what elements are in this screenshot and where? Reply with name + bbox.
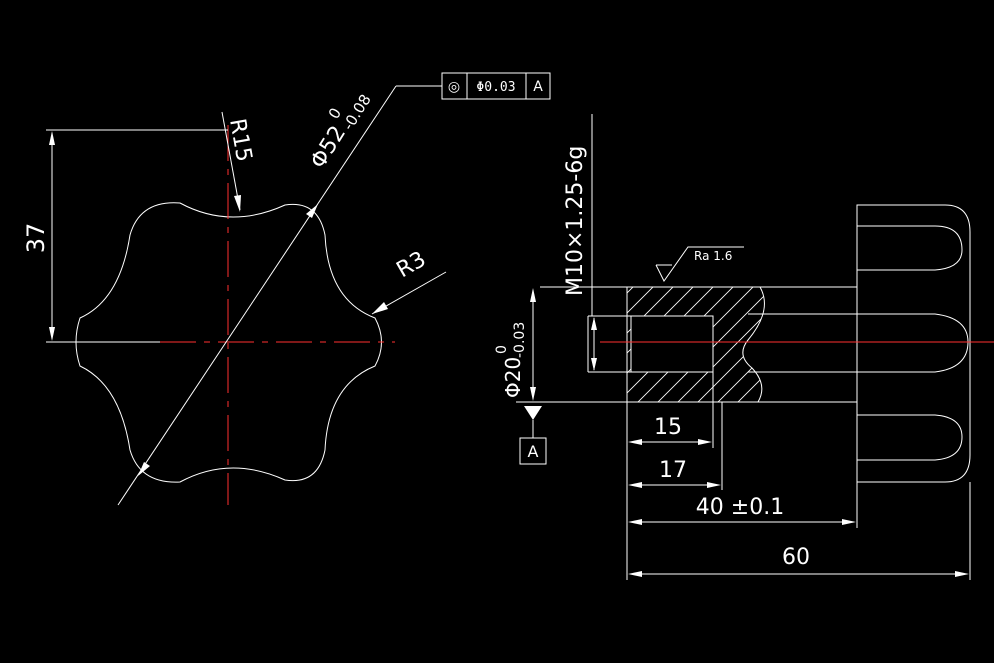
dim-r15-leader	[221, 111, 241, 211]
dim-40-arrow-left	[628, 519, 642, 525]
knob-outline	[75, 202, 382, 483]
dim-phi52-text: Φ52	[306, 122, 351, 174]
dim-phi52-arrow-bottom	[138, 462, 150, 476]
datum-label: A	[528, 442, 539, 461]
front-view: 37 R15 R3 Φ52 0 -0.08 ◎ Φ0.03 A	[22, 72, 551, 506]
dim-60-arrow-right	[955, 571, 969, 577]
dim-17-arrow-right	[707, 482, 721, 488]
insert-outline	[626, 286, 765, 403]
dim-37-arrow-bottom	[49, 327, 55, 341]
roughness-symbol	[655, 246, 744, 282]
tolerance-datum: A	[533, 79, 543, 95]
dim-40-text: 40 ±0.1	[696, 495, 784, 520]
knob-lobe-mid	[857, 313, 969, 373]
knob-head	[856, 204, 971, 483]
thread-arrow-bottom	[591, 358, 597, 371]
dim-40-arrow-right	[842, 519, 856, 525]
section-hatch	[627, 287, 765, 402]
dim-phi20-arrow-bottom	[530, 387, 536, 401]
knob-lobe-bottom	[857, 414, 963, 461]
dim-phi20-text: Φ20	[501, 357, 525, 398]
dim-15-text: 15	[654, 415, 682, 440]
dim-15-arrow-right	[698, 439, 712, 445]
roughness-text: Ra 1.6	[694, 249, 732, 263]
dim-60-text: 60	[782, 545, 810, 570]
dim-r15-arrow	[234, 195, 241, 212]
knob-lobe-top	[857, 225, 963, 271]
dim-17-arrow-left	[628, 482, 642, 488]
side-view: M10×1.25-6g Ra 1.6 Φ20 0 -0.03 A	[494, 114, 994, 580]
threaded-hole	[630, 315, 714, 373]
thread-text: M10×1.25-6g	[563, 146, 588, 296]
dim-r3-arrow	[372, 302, 388, 314]
dim-37-arrow-top	[49, 131, 55, 145]
dim-phi52-line	[117, 85, 397, 506]
dim-r15-text: R15	[224, 117, 256, 164]
dim-phi20-lower: -0.03	[512, 322, 528, 358]
dim-60-arrow-left	[628, 571, 642, 577]
dim-phi20-arrow-top	[530, 288, 536, 302]
dim-37-text: 37	[22, 223, 50, 254]
dim-phi52-lower: -0.08	[339, 91, 375, 133]
dim-17-text: 17	[659, 458, 687, 483]
concentricity-icon: ◎	[448, 79, 460, 95]
dim-phi20-upper: 0	[494, 345, 510, 354]
datum-box	[519, 437, 547, 465]
dim-15-arrow-left	[628, 439, 642, 445]
thread-arrow-top	[591, 317, 597, 330]
dim-r3-text: R3	[393, 247, 431, 283]
datum-triangle	[524, 406, 542, 420]
tolerance-value: Φ0.03	[476, 80, 515, 95]
dim-phi52-arrow-top	[306, 204, 318, 218]
tolerance-frame: ◎ Φ0.03 A	[441, 72, 551, 100]
